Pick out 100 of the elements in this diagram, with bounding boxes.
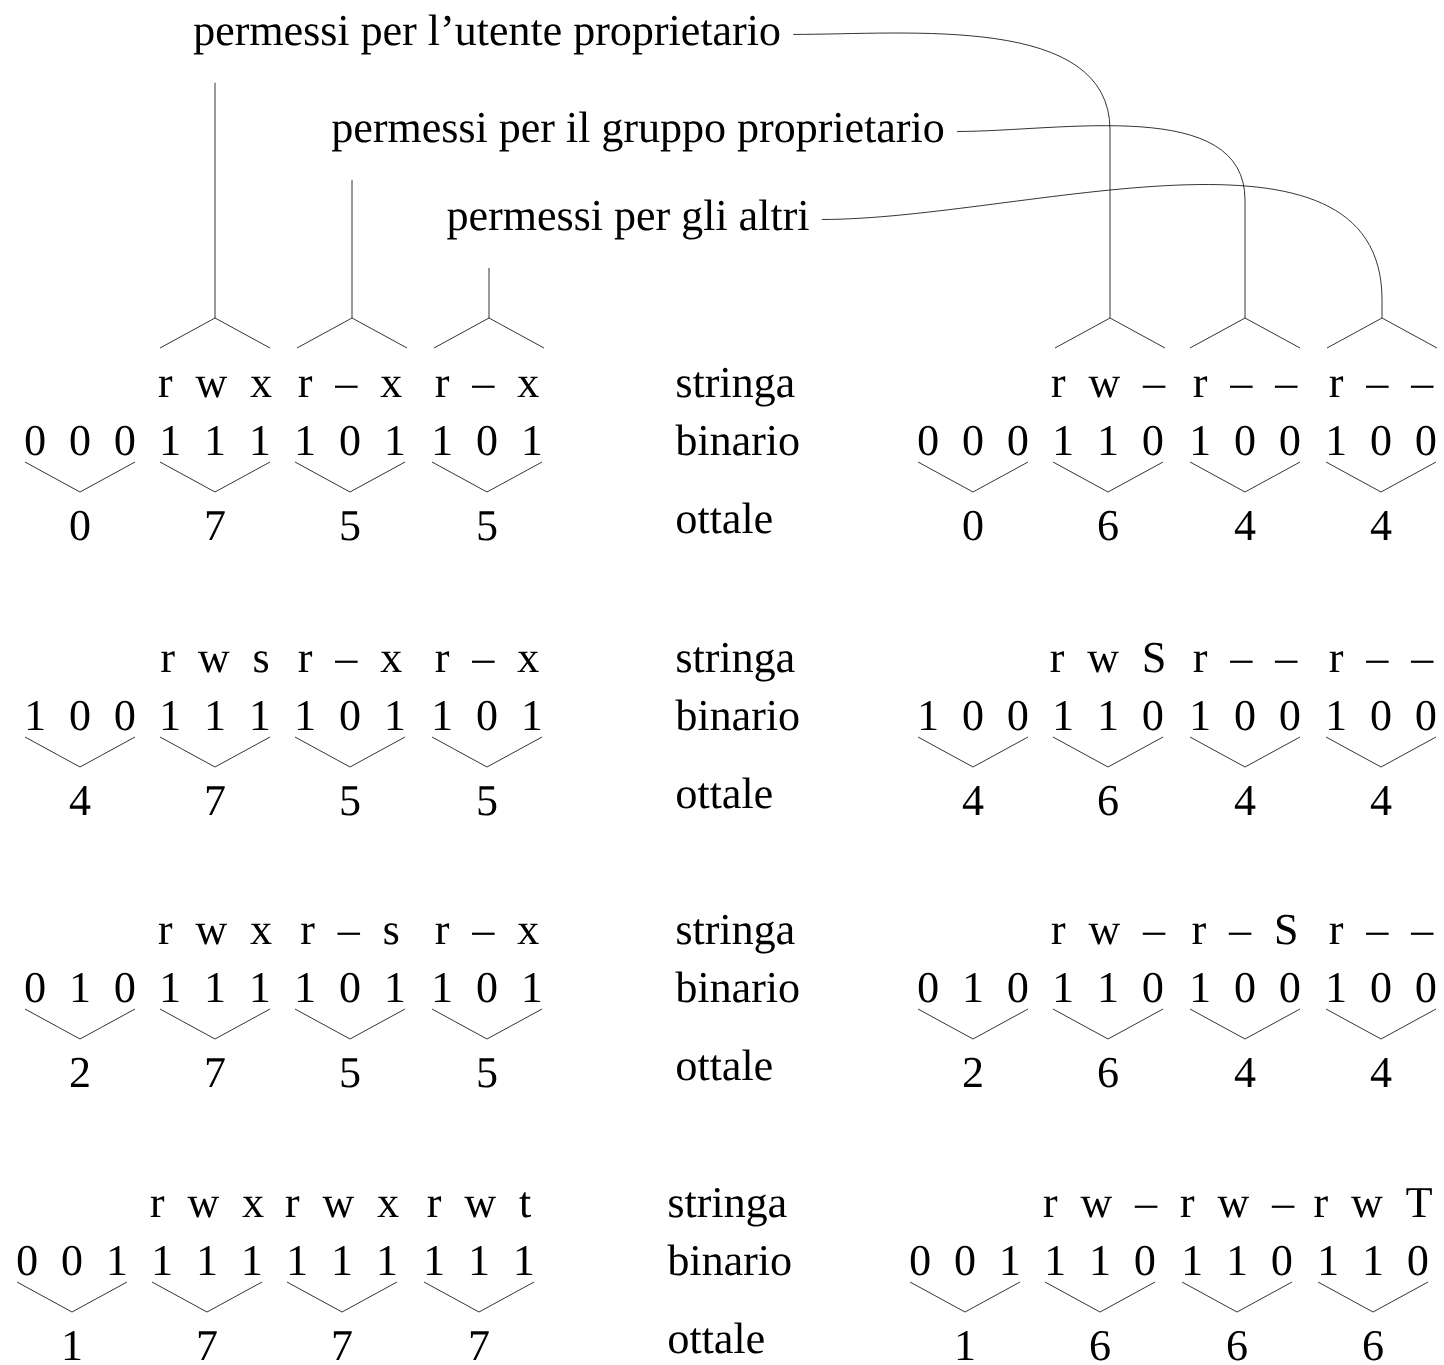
- permission-string: r w S: [1050, 642, 1164, 673]
- leader-line: [296, 179, 408, 349]
- octal-digit: 1: [957, 1330, 974, 1360]
- permission-string: r – –: [1329, 923, 1434, 944]
- octal-digit: 7: [333, 1331, 352, 1360]
- row-label: stringa: [677, 367, 795, 407]
- binary-digits: 0 0 1: [910, 1245, 1019, 1276]
- row-label: binario: [675, 971, 799, 1003]
- octal-digit: 4: [1370, 511, 1392, 540]
- octal-digit: 7: [470, 1331, 489, 1360]
- permission-string: r – x: [435, 651, 539, 672]
- binary-digits: 0 0 1: [17, 1245, 126, 1276]
- octal-digit: 0: [70, 510, 90, 541]
- octal-digit: 6: [1227, 1330, 1247, 1361]
- binary-digits: 1 0 1: [298, 425, 404, 456]
- row-label: binario: [675, 699, 799, 731]
- octal-digit: 4: [1234, 786, 1256, 815]
- octal-digit: 5: [478, 511, 497, 541]
- octal-digit: 2: [963, 1057, 982, 1087]
- binary-digits: 1 1 1: [290, 1245, 396, 1275]
- octal-digit: 5: [341, 511, 360, 541]
- octal-digit: 4: [1234, 1058, 1256, 1087]
- octal-digit: 2: [70, 1057, 89, 1087]
- octal-digit: 7: [206, 511, 225, 540]
- binary-digits: 1 0 0: [1329, 425, 1436, 456]
- permission-string: r – S: [1192, 914, 1296, 945]
- octal-digit: 6: [1098, 785, 1118, 816]
- permission-string: r – x: [435, 923, 539, 944]
- binary-digits: 1 1 1: [427, 1245, 533, 1275]
- permission-string: r w x: [158, 923, 272, 945]
- binary-digits: 0 1 0: [918, 972, 1028, 1003]
- row-label: ottale: [677, 502, 772, 534]
- leader-line: [792, 32, 1166, 349]
- permission-string: r – –: [1193, 376, 1298, 397]
- row-label: binario: [675, 424, 799, 456]
- permission-string: r – x: [298, 651, 402, 672]
- octal-digit: 5: [478, 786, 497, 816]
- binary-digits: 1 1 0: [1048, 1245, 1155, 1276]
- callout-text: permessi per gli altri: [447, 199, 809, 240]
- binary-digits: 1 0 0: [28, 700, 135, 731]
- binary-digits: 1 0 1: [435, 425, 541, 456]
- binary-digits: 1 0 0: [1193, 972, 1300, 1003]
- row-label: stringa: [669, 1187, 787, 1227]
- octal-digit: 4: [962, 786, 984, 815]
- permission-string: r – –: [1193, 651, 1298, 672]
- binary-digits: 1 0 0: [921, 700, 1028, 731]
- permission-string: r – –: [1329, 651, 1434, 672]
- octal-digit: 4: [1370, 786, 1392, 815]
- callout-text: permessi per l’utente proprietario: [193, 14, 780, 55]
- row-label: ottale: [669, 1322, 764, 1354]
- octal-digit: 6: [1363, 1330, 1383, 1361]
- binary-digits: 1 0 0: [1329, 972, 1436, 1003]
- binary-digits: 1 0 0: [1193, 425, 1300, 456]
- permission-string: r w t: [427, 1192, 531, 1218]
- permission-string: r w x: [150, 1196, 264, 1218]
- binary-digits: 1 1 0: [1056, 972, 1163, 1003]
- binary-digits: 1 1 0: [1321, 1245, 1428, 1276]
- octal-digit: 5: [341, 786, 360, 816]
- binary-digits: 0 0 0: [25, 425, 135, 456]
- binary-digits: 1 0 1: [435, 972, 541, 1003]
- leader-line: [821, 184, 1438, 349]
- permission-string: r w T: [1314, 1188, 1432, 1218]
- binary-digits: 1 0 0: [1329, 700, 1436, 731]
- binary-digits: 0 0 0: [918, 425, 1028, 456]
- octal-digit: 4: [69, 786, 91, 815]
- leader-line: [159, 82, 271, 349]
- binary-digits: 1 1 1: [155, 1245, 261, 1275]
- row-label: ottale: [677, 777, 772, 809]
- octal-digit: 7: [206, 1058, 225, 1087]
- binary-digits: 1 1 1: [163, 700, 269, 730]
- row-label: ottale: [677, 1049, 772, 1081]
- octal-digit: 7: [206, 786, 225, 815]
- row-label: binario: [667, 1244, 791, 1276]
- permission-string: r – s: [301, 923, 399, 945]
- permission-string: r w –: [1043, 1196, 1158, 1218]
- octal-digit: 1: [64, 1330, 81, 1360]
- octal-digit: 6: [1090, 1330, 1110, 1361]
- binary-digits: 1 1 0: [1056, 700, 1163, 731]
- permission-string: r w s: [161, 651, 269, 673]
- binary-digits: 0 1 0: [25, 972, 135, 1003]
- octal-digit: 4: [1234, 511, 1256, 540]
- row-label: stringa: [677, 642, 795, 682]
- octal-digit: 0: [963, 510, 983, 541]
- permission-string: r w –: [1180, 1196, 1295, 1218]
- octal-digit: 5: [478, 1058, 497, 1088]
- octal-digit: 6: [1098, 510, 1118, 541]
- octal-digit: 7: [198, 1331, 217, 1360]
- leader-line: [433, 267, 545, 349]
- binary-digits: 1 1 1: [163, 425, 269, 455]
- octal-digit: 5: [341, 1058, 360, 1088]
- binary-digits: 1 0 1: [298, 972, 404, 1003]
- permission-string: r w –: [1051, 376, 1166, 398]
- permission-string: r – x: [435, 376, 539, 397]
- permission-string: r w x: [285, 1196, 399, 1218]
- octal-digit: 4: [1370, 1058, 1392, 1087]
- octal-digit: 6: [1098, 1057, 1118, 1088]
- binary-digits: 1 1 1: [163, 972, 269, 1002]
- permission-string: r – –: [1329, 376, 1434, 397]
- permission-string: r w x: [158, 376, 272, 398]
- binary-digits: 1 0 0: [1193, 700, 1300, 731]
